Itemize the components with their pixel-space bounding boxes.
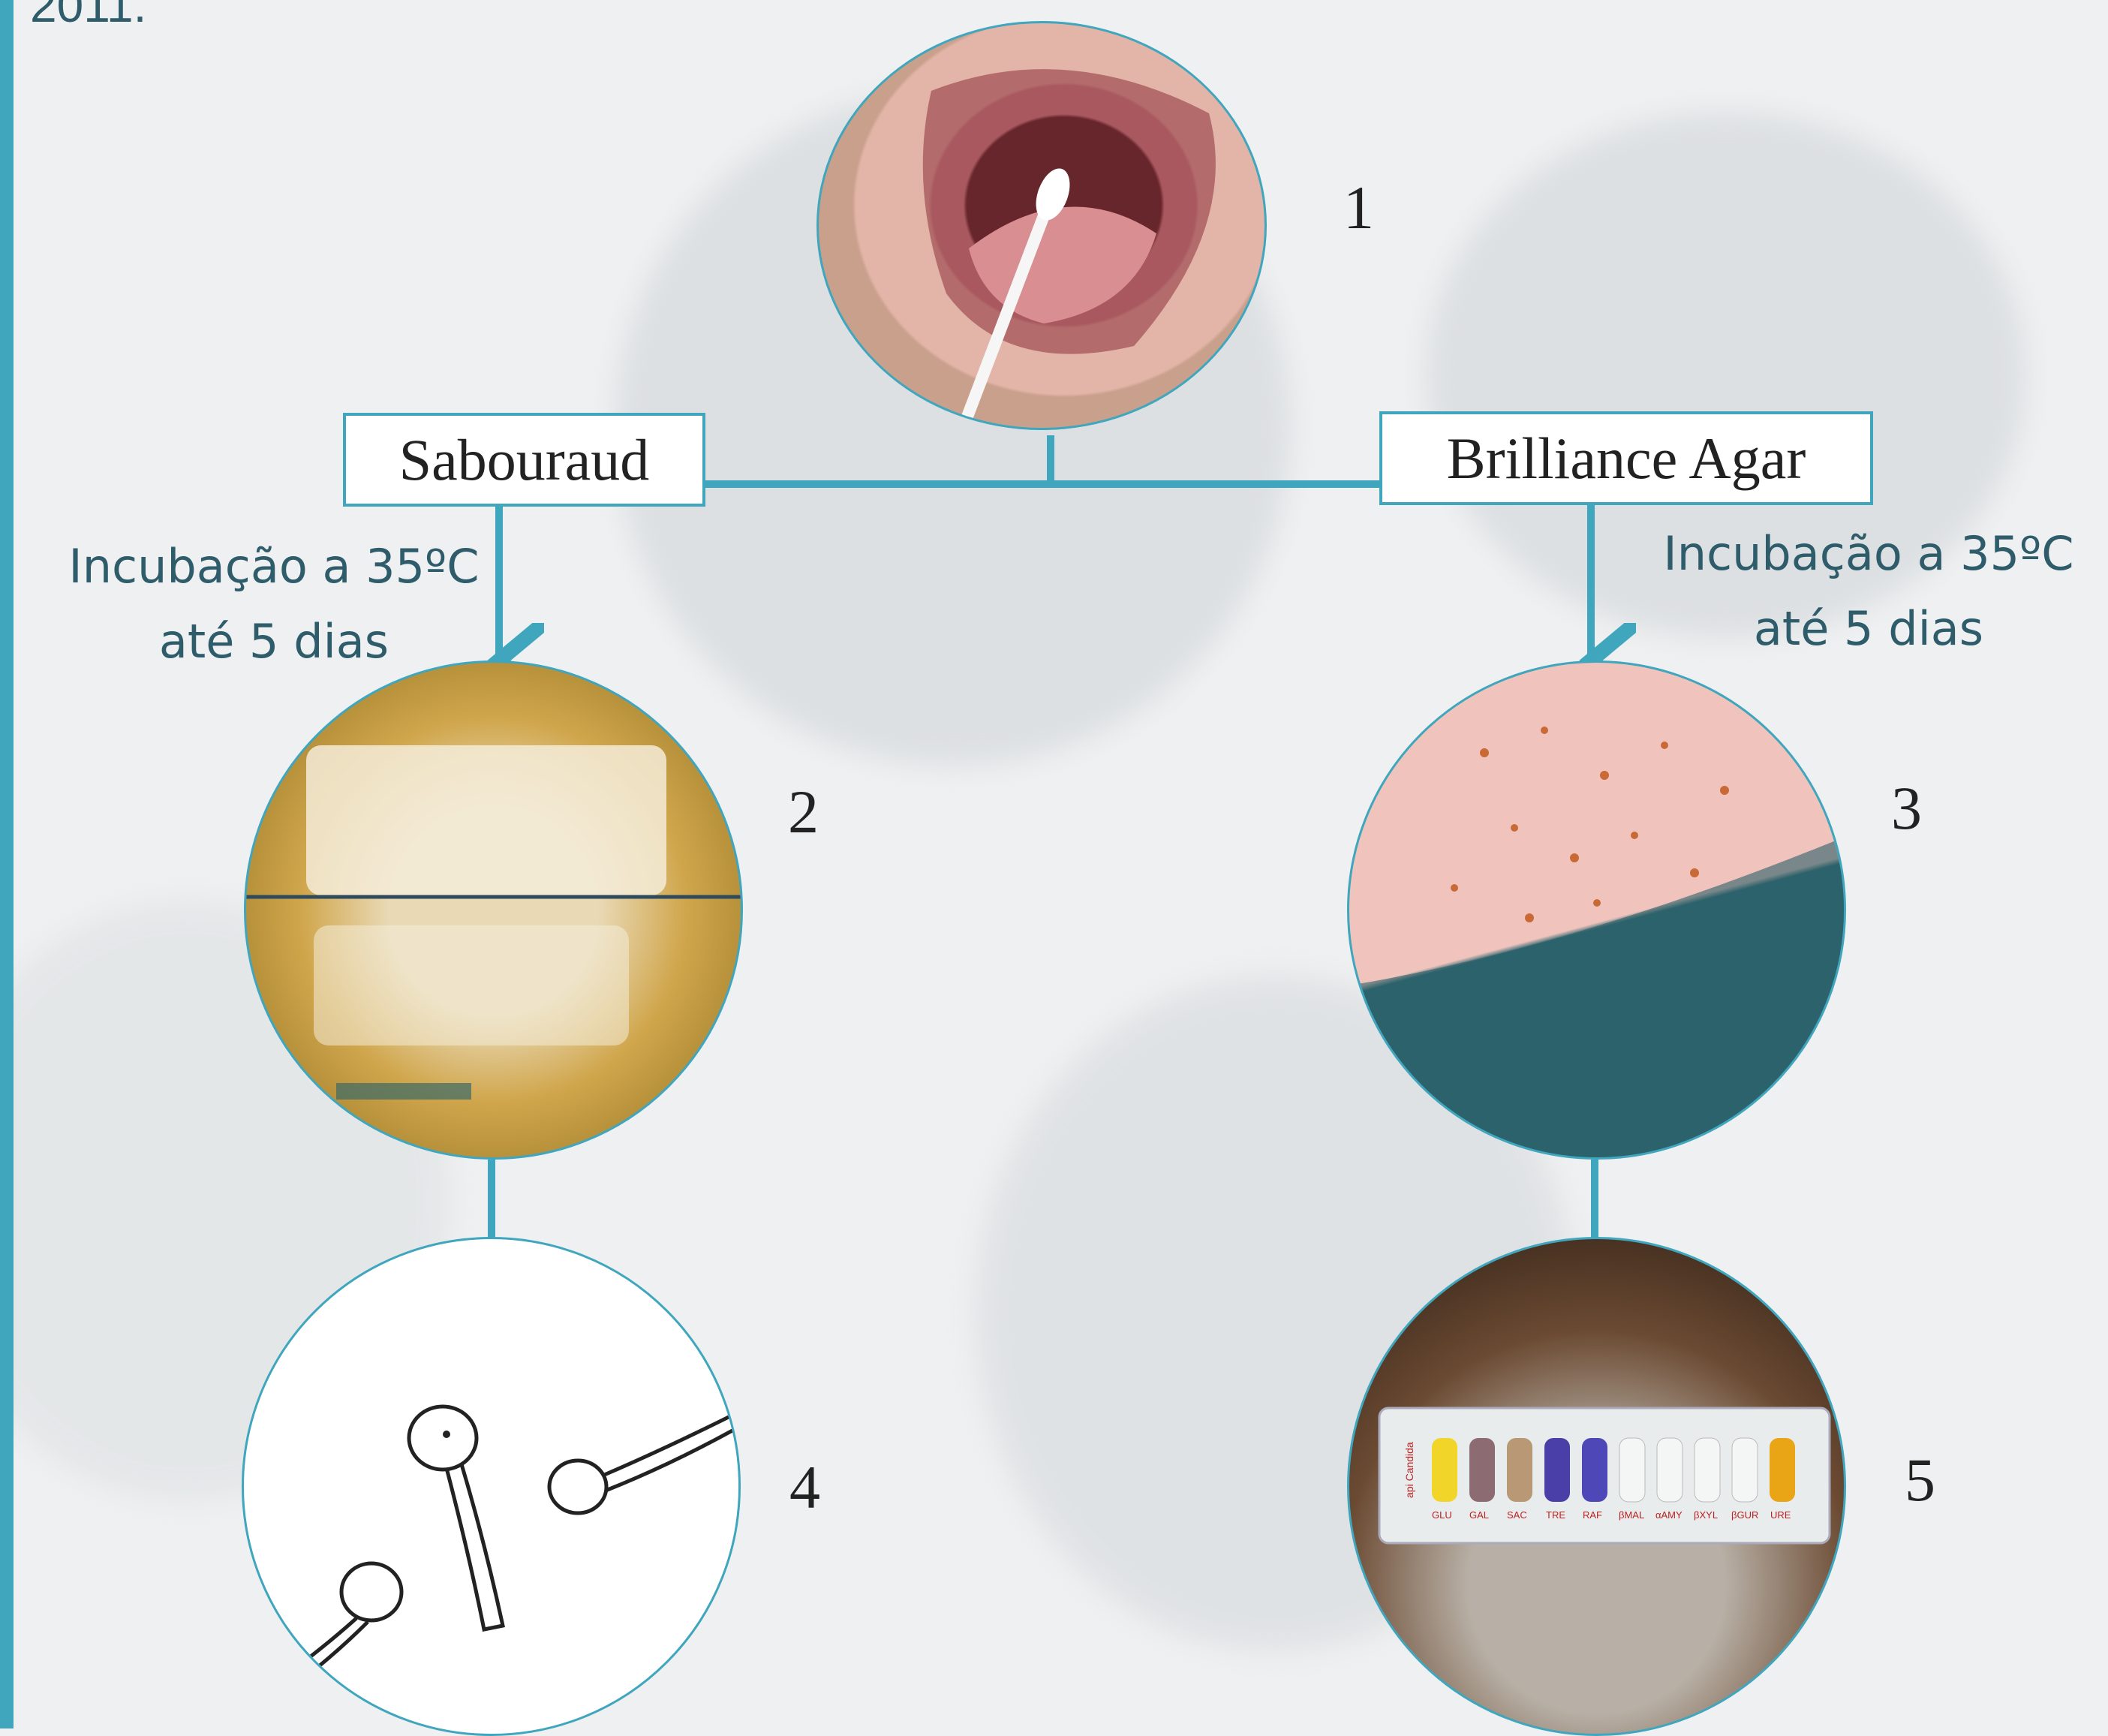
chlamydospore-drawing (242, 1237, 741, 1736)
api-candida-panel-image: GLU GAL SAC TRE RAF βMAL αAMY βXYL βGUR … (1347, 1237, 1846, 1736)
api-brand-text: api Candida (1403, 1442, 1415, 1498)
step-number-3: 3 (1891, 773, 1922, 844)
brilliance-agar-label: Brilliance Agar (1379, 411, 1873, 505)
incubation-note-left: Incubação a 35ºC até 5 dias (41, 529, 507, 679)
panel-label-sac: SAC (1507, 1509, 1527, 1521)
step-number-5: 5 (1905, 1445, 1935, 1515)
swab-icon (819, 23, 1267, 430)
sabouraud-label: Sabouraud (343, 413, 705, 507)
step-number-2: 2 (788, 777, 819, 847)
incubation-note-right: Incubação a 35ºC até 5 dias (1636, 516, 2101, 666)
incubation-right-line1: Incubação a 35ºC (1636, 516, 2101, 591)
panel-label-ure: URE (1770, 1509, 1791, 1521)
colored-colonies-icon (1349, 663, 1846, 1160)
panel-label-bgur: βGUR (1731, 1509, 1758, 1521)
panel-label-aamy: αAMY (1655, 1509, 1682, 1521)
step-number-4: 4 (789, 1452, 820, 1523)
chlamydospore-icon (244, 1239, 741, 1736)
step-number-1: 1 (1343, 173, 1374, 243)
panel-label-bmal: βMAL (1619, 1509, 1644, 1521)
api-strip-icon: GLU GAL SAC TRE RAF βMAL αAMY βXYL βGUR … (1349, 1239, 1846, 1736)
panel-label-raf: RAF (1583, 1509, 1602, 1521)
brilliance-agar-culture-image (1347, 660, 1846, 1160)
panel-label-glu: GLU (1432, 1509, 1452, 1521)
colonies-icon (246, 663, 743, 1160)
oral-swab-image (816, 21, 1267, 430)
panel-label-gal: GAL (1469, 1509, 1489, 1521)
incubation-left-line1: Incubação a 35ºC (41, 529, 507, 604)
incubation-right-line2: até 5 dias (1636, 591, 2101, 666)
sabouraud-culture-image (244, 660, 743, 1160)
panel-label-tre: TRE (1546, 1509, 1565, 1521)
panel-label-bxyl: βXYL (1694, 1509, 1718, 1521)
